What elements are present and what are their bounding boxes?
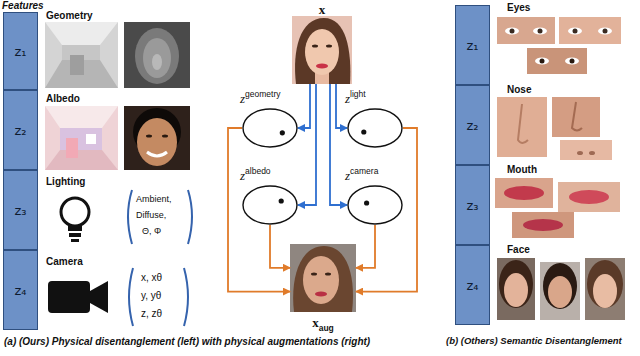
latent-index: z₃ (466, 198, 478, 213)
eye-crops (497, 17, 621, 74)
parameter-brackets (128, 190, 192, 326)
latent-heading: xaug (290, 314, 356, 333)
augmented-face-photo (290, 244, 356, 312)
symbol-text: x (319, 2, 326, 17)
albedo-face (124, 106, 190, 170)
symbol-index: camera (350, 166, 378, 176)
text-label: Mouth (507, 164, 537, 176)
text-label: Features (2, 0, 44, 12)
latent-segment: z₂ (455, 85, 490, 165)
latent-segment: z₃ (455, 165, 490, 245)
arrow-connector (228, 128, 290, 292)
latent-ellipse: zcamera (347, 185, 403, 225)
latent-ellipse: zlight (347, 108, 403, 148)
text-label: Face (507, 244, 530, 256)
face-crops (497, 258, 625, 320)
symbol-text: z (240, 91, 245, 106)
latent-index: z₄ (14, 283, 26, 298)
symbol-text: z (345, 91, 350, 106)
ellipse-outline (243, 109, 297, 147)
latent-index: z₃ (14, 203, 26, 218)
latent-segment: z₁ (455, 5, 490, 85)
latent-index: z₁ (466, 38, 478, 53)
arrow-connector (356, 225, 375, 268)
ellipse-outline (242, 108, 298, 148)
latent-segment: z₁ (3, 12, 38, 90)
latent-heading: x (292, 1, 352, 17)
symbol-index: albedo (245, 166, 271, 176)
text-label: Albedo (46, 93, 80, 105)
symbol-index: light (350, 89, 366, 99)
latent-point (279, 198, 284, 203)
arrow-connector (298, 84, 310, 128)
input-face-photo (292, 16, 352, 84)
latent-point (364, 200, 369, 205)
text-label: Ambient, (136, 194, 172, 204)
latent-index: z₄ (466, 278, 478, 293)
arrow-connector (270, 225, 290, 268)
latent-heading: zalbedo (240, 167, 271, 183)
ellipse-outline (347, 108, 403, 148)
symbol-text: z (240, 168, 245, 183)
arrow-connector (330, 84, 347, 205)
geometry-depth-room (45, 22, 118, 88)
latent-segment: z₄ (3, 250, 38, 330)
text-label: x, xθ (141, 272, 162, 284)
face-image: xaug (290, 244, 356, 312)
text-label: Camera (46, 256, 83, 268)
latent-heading: zlight (345, 90, 366, 106)
text-label: (b) (Others) Semantic Disentanglement (446, 336, 622, 347)
text-label: Θ, Φ (142, 226, 161, 236)
arrow-connector (298, 84, 316, 205)
latent-point (280, 130, 285, 135)
text-label: z, zθ (141, 308, 162, 320)
text-label: Nose (507, 84, 531, 96)
latent-ellipse: zgeometry (242, 108, 298, 148)
nose-crops (497, 97, 612, 160)
mouth-crops (495, 178, 620, 238)
text-label: Lighting (46, 176, 85, 188)
text-label: (a) (Ours) Physical disentanglement (lef… (4, 336, 370, 348)
latent-index: z₁ (14, 44, 26, 59)
arrow-connector (336, 84, 347, 128)
albedo-room (45, 106, 118, 170)
text-label: Diffuse, (136, 210, 166, 220)
latent-segment: z₂ (3, 90, 38, 170)
symbol-index: aug (319, 323, 334, 333)
text-label: y, yθ (141, 290, 161, 302)
text-label: Eyes (507, 2, 530, 14)
latent-heading: zgeometry (240, 90, 281, 106)
ellipse-outline (243, 186, 297, 224)
latent-index: z₂ (466, 118, 478, 133)
camera-icon (48, 281, 108, 313)
ellipse-outline (348, 109, 402, 147)
ellipse-outline (242, 185, 298, 225)
text-label: Geometry (46, 10, 93, 22)
symbol-text: x (312, 315, 319, 330)
latent-segment: z₃ (3, 170, 38, 250)
symbol-text: z (345, 168, 350, 183)
latent-ellipse: zalbedo (242, 185, 298, 225)
latent-segment: z₄ (455, 245, 490, 325)
bulb-icon (61, 198, 89, 242)
ellipse-outline (348, 186, 402, 224)
geometry-depth-face (124, 22, 190, 88)
face-image: x (292, 16, 352, 84)
ellipse-outline (347, 185, 403, 225)
arrow-connector (356, 128, 417, 292)
symbol-index: geometry (245, 89, 280, 99)
latent-point (361, 129, 366, 134)
latent-heading: zcamera (345, 167, 378, 183)
latent-index: z₂ (14, 123, 26, 138)
